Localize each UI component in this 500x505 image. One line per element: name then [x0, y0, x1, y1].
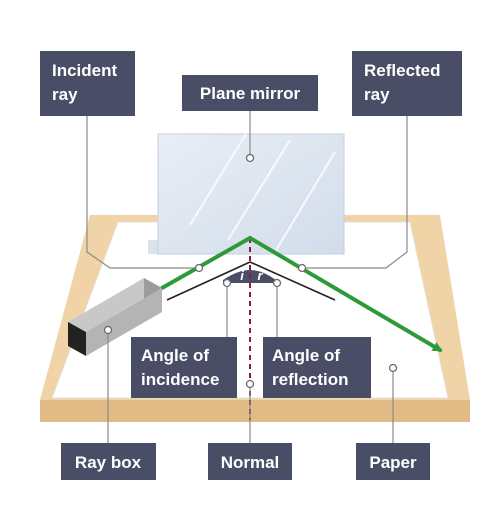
angle-of-reflection-dot: [272, 278, 282, 288]
incident-ray-label-line1: Incident: [52, 61, 118, 80]
angle-i-symbol: i: [240, 268, 244, 283]
angle-of-reflection-label-line1: Angle of: [272, 346, 340, 365]
angle-of-incidence-dot: [222, 278, 232, 288]
reflected-ray: [248, 236, 443, 352]
ray-box: [68, 278, 162, 356]
incidence-guide-line: [166, 261, 251, 301]
label-incident-ray: Incident ray: [40, 51, 135, 116]
plane-mirror-label: Plane mirror: [200, 84, 301, 103]
paper-dot: [388, 363, 398, 373]
reflected-ray-dot: [297, 263, 307, 273]
normal-dot: [245, 379, 255, 389]
incident-ray-leader: [86, 116, 199, 269]
plane-mirror-dot: [245, 153, 255, 163]
normal-label: Normal: [221, 453, 280, 472]
reflected-ray-label-line1: Reflected: [364, 61, 441, 80]
label-normal: Normal: [208, 443, 292, 480]
paper-label: Paper: [369, 453, 417, 472]
reflection-guide-line: [249, 261, 336, 301]
label-ray-box: Ray box: [61, 443, 156, 480]
table-edge: [40, 400, 470, 422]
label-reflected-ray: Reflected ray: [352, 51, 462, 116]
reflected-ray-leader: [302, 116, 408, 269]
label-paper: Paper: [356, 443, 430, 480]
angle-of-incidence-label-line2: incidence: [141, 370, 219, 389]
ray-box-label: Ray box: [75, 453, 142, 472]
reflected-ray-label-line2: ray: [364, 85, 390, 104]
label-plane-mirror: Plane mirror: [182, 75, 318, 111]
incident-ray: [160, 236, 252, 290]
incident-ray-label-line2: ray: [52, 85, 78, 104]
angle-of-incidence-label-line1: Angle of: [141, 346, 209, 365]
plane-mirror: [148, 133, 345, 255]
angle-of-reflection-label-line2: reflection: [272, 370, 349, 389]
angle-r-symbol: r: [257, 268, 263, 283]
incident-ray-dot: [194, 263, 204, 273]
label-angle-of-incidence: Angle of incidence: [131, 337, 237, 398]
label-angle-of-reflection: Angle of reflection: [263, 337, 371, 398]
ray-box-dot: [103, 325, 113, 335]
